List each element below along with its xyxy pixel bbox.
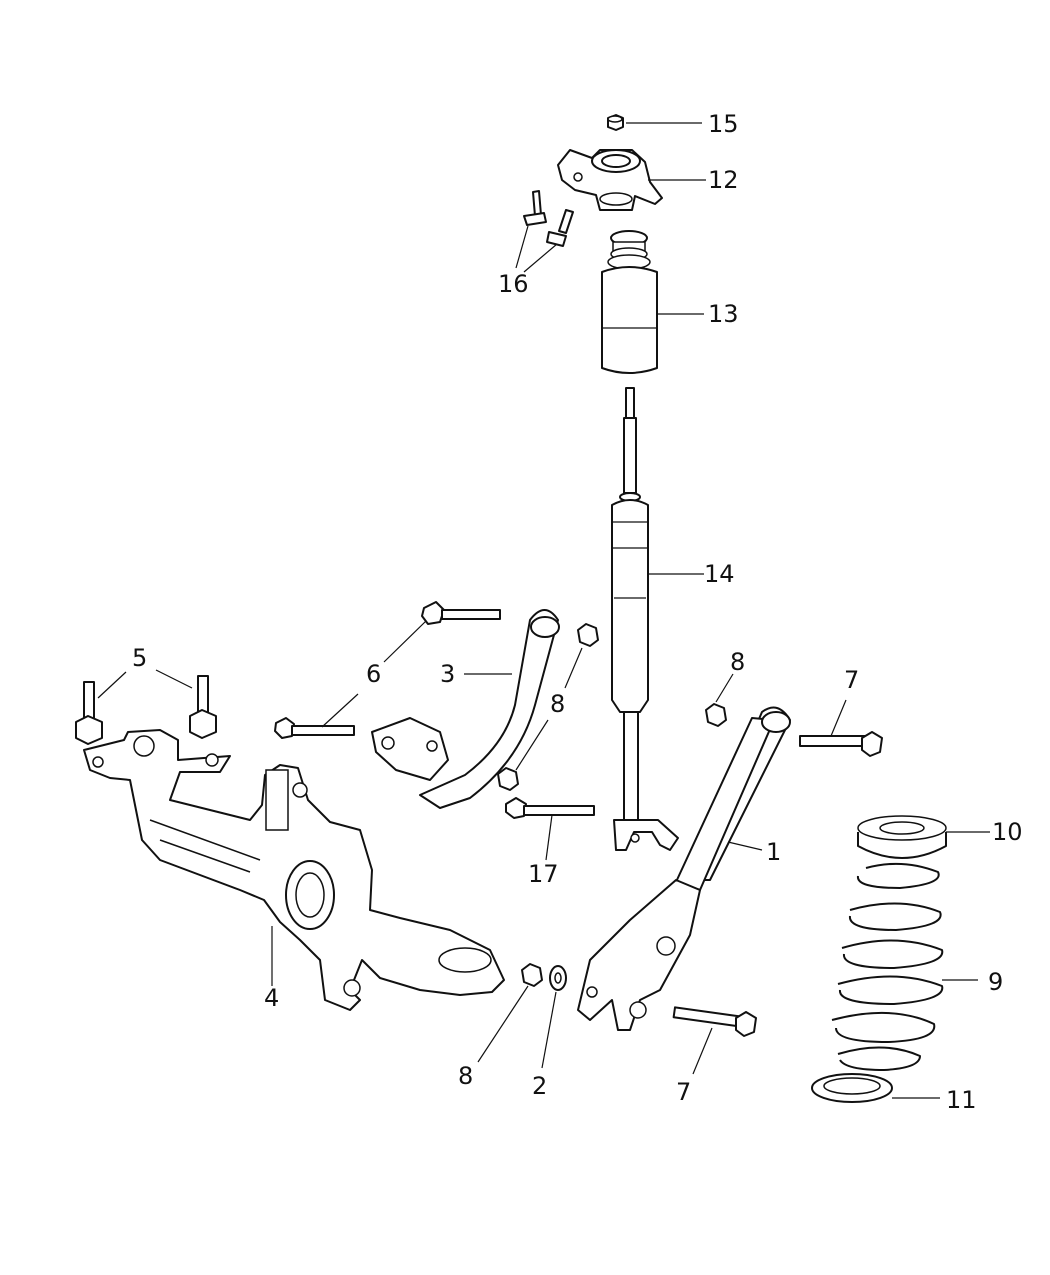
leader-2 bbox=[541, 991, 557, 1069]
leader-16a bbox=[515, 225, 529, 269]
part-16-bolt-b bbox=[546, 209, 574, 247]
leader-16b bbox=[523, 243, 558, 273]
part-4-knuckle-assembly bbox=[83, 729, 505, 1011]
callout-2: 2 bbox=[532, 1072, 547, 1100]
leader-8d bbox=[477, 985, 529, 1063]
part-13-dust-boot bbox=[601, 230, 658, 374]
callout-9: 9 bbox=[988, 968, 1003, 996]
part-5-bolt-right bbox=[189, 675, 217, 739]
callout-14: 14 bbox=[704, 560, 735, 588]
leader-7a bbox=[830, 699, 847, 737]
part-14-shock-absorber bbox=[611, 387, 679, 851]
leader-5b bbox=[155, 669, 193, 689]
callout-6: 6 bbox=[366, 660, 381, 688]
part-16-bolt-a bbox=[523, 190, 547, 226]
part-7-bolt-upper bbox=[799, 731, 883, 757]
part-6-bolt-lower bbox=[274, 717, 355, 739]
callout-5: 5 bbox=[132, 644, 147, 672]
part-8-nut-right bbox=[705, 703, 727, 727]
part-2-washer bbox=[549, 965, 567, 991]
callout-1: 1 bbox=[766, 838, 781, 866]
leader-1 bbox=[727, 841, 763, 851]
leader-8c bbox=[715, 673, 734, 703]
part-11-lower-spring-seat bbox=[811, 1073, 893, 1103]
callout-8-lower: 8 bbox=[458, 1062, 473, 1090]
callout-7-upper: 7 bbox=[844, 666, 859, 694]
part-15-nut bbox=[607, 114, 624, 131]
callout-16: 16 bbox=[498, 270, 529, 298]
callout-8-upper: 8 bbox=[550, 690, 565, 718]
leader-8a bbox=[564, 647, 583, 689]
part-12-upper-mount bbox=[557, 149, 663, 211]
leader-8b bbox=[515, 719, 549, 771]
callout-11: 11 bbox=[946, 1086, 977, 1114]
callout-8-right: 8 bbox=[730, 648, 745, 676]
part-8-nut-mid bbox=[497, 767, 519, 791]
part-6-bolt-upper bbox=[421, 601, 501, 625]
callout-15: 15 bbox=[708, 110, 739, 138]
part-7-bolt-lower bbox=[672, 1006, 757, 1037]
leader-17 bbox=[545, 814, 553, 861]
callout-3: 3 bbox=[440, 660, 455, 688]
leader-5a bbox=[97, 671, 127, 699]
part-17-bolt bbox=[505, 797, 595, 819]
part-3-upper-arm bbox=[371, 609, 560, 809]
part-8-nut-upper bbox=[577, 623, 599, 647]
leader-6b bbox=[321, 693, 359, 728]
leader-6a bbox=[383, 620, 427, 663]
part-10-upper-spring-seat bbox=[857, 815, 947, 859]
callout-12: 12 bbox=[708, 166, 739, 194]
callout-17: 17 bbox=[528, 860, 559, 888]
part-5-bolt-left bbox=[75, 681, 103, 745]
callout-13: 13 bbox=[708, 300, 739, 328]
leader-7b bbox=[692, 1027, 713, 1075]
callout-4: 4 bbox=[264, 984, 279, 1012]
part-9-coil-spring bbox=[831, 862, 944, 1071]
part-8-nut-lower bbox=[521, 963, 543, 987]
part-1-lower-arm bbox=[577, 706, 791, 1031]
callout-10: 10 bbox=[992, 818, 1023, 846]
callout-7-lower: 7 bbox=[676, 1078, 691, 1106]
